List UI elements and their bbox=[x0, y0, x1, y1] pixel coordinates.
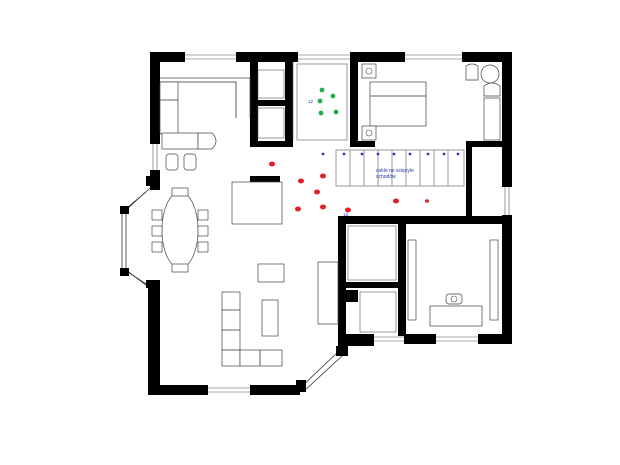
stair-markers bbox=[321, 152, 460, 156]
stair-note-line1: cokle ne scięcyle bbox=[376, 168, 414, 174]
window-frames bbox=[152, 54, 510, 393]
bay-window bbox=[120, 176, 160, 289]
green-markers bbox=[317, 87, 339, 116]
red-markers bbox=[269, 161, 429, 213]
stair-note-line2: schodów bbox=[376, 174, 396, 180]
bedroom-top bbox=[361, 63, 427, 141]
angled-window bbox=[296, 346, 348, 393]
green-marker-label: 12 bbox=[308, 99, 314, 104]
living-room-furniture bbox=[221, 181, 339, 367]
dining-table bbox=[151, 187, 209, 273]
staircase bbox=[335, 149, 465, 187]
red-marker-label: 13 bbox=[343, 212, 349, 217]
exterior-walls bbox=[148, 52, 512, 395]
office bbox=[407, 239, 499, 327]
kitchen-counters bbox=[159, 77, 251, 171]
small-rooms bbox=[347, 225, 397, 333]
bathroom-right bbox=[465, 63, 501, 141]
pantry-shelves bbox=[257, 69, 285, 139]
interior-walls bbox=[250, 62, 506, 336]
bathroom-top bbox=[292, 62, 348, 141]
